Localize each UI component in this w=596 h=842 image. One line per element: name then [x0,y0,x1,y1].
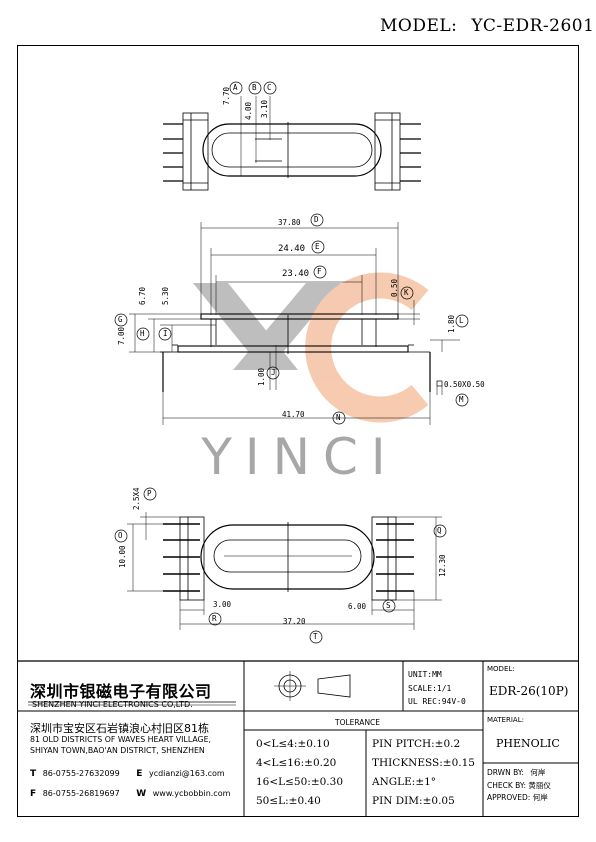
material-label: MATERIAL: [487,716,524,724]
dim-s: 6.00 [348,602,367,611]
tolerance-title: TOLERANCE [335,718,381,727]
tolerance-right-item: PIN PITCH:±0.2 [372,738,461,750]
check-value: 黄丽仪 [528,780,551,790]
address-en-1: 81 OLD DISTRICTS OF WAVES HEART VILLAGE, [30,735,211,744]
dim-o: 10.00 [118,545,127,568]
tolerance-left-item: 0<L≤4:±0.10 [256,738,330,750]
callout-m: M [459,395,464,404]
callout-b: B [252,83,257,92]
tolerance-right-item: THICKNESS:±0.15 [372,757,475,769]
dim-q: 12.30 [438,554,447,577]
material-value: PHENOLIC [496,737,560,750]
tolerance-right: PIN PITCH:±0.2 THICKNESS:±0.15 ANGLE:±1°… [372,738,475,814]
dim-f: 23.40 [282,269,310,279]
tolerance-left-item: 50≤L:±0.40 [256,795,321,807]
dim-b: 4.00 [244,101,253,120]
callout-n: N [336,413,341,422]
callout-c: C [267,83,272,92]
bottom-view [127,512,442,630]
front-view [129,222,460,425]
dim-i: 5.30 [161,286,170,305]
callout-i: I [163,329,168,338]
tolerance-left: 0<L≤4:±0.10 4<L≤16:±0.20 16<L≤50:±0.30 5… [256,738,343,814]
signatures: DRWN BY: 何岸 CHECK BY: 黄丽仪 APPROVED: 何岸 [487,767,551,805]
contact-row-1: T 86-0755-27632099 E ycdianzi@163.com [30,769,225,779]
scale-text: SCALE:1/1 [408,684,452,693]
tel-value: 86-0755-27632099 [42,769,120,778]
model-box-label: MODEL: [487,665,515,673]
model-title: MODEL: YC-EDR-2601 [380,16,594,36]
watermark-text: YINCI [200,428,398,486]
callout-q: Q [437,526,442,535]
callout-g: G [118,315,123,324]
drawing-frame [17,45,579,817]
fax-label: F [30,789,37,799]
tolerance-left-item: 16<L≤50:±0.30 [256,776,344,788]
tel-label: T [30,769,37,779]
dim-l: 1.80 [447,314,456,333]
dim-p: 2.5X4 [132,487,141,510]
callout-circles [114,81,469,644]
callout-o: O [118,531,123,540]
title-block [18,660,579,816]
callout-a: A [233,83,238,92]
company-name-cn: 深圳市银磁电子有限公司 [30,682,212,701]
unit-text: UNIT:MM [408,670,442,679]
callout-f: F [317,267,322,276]
model-box-value: EDR-26(10P) [489,684,569,698]
callout-l: L [459,316,464,325]
email-value: ycdianzi@163.com [148,769,225,778]
address-en-2: SHIYAN TOWN,BAO'AN DISTRICT, SHENZHEN [30,746,205,755]
callout-j: J [271,368,276,377]
callout-r: R [212,614,217,623]
address-cn: 深圳市宝安区石岩镇浪心村旧区81栋 [30,722,209,735]
callout-s: S [386,601,391,610]
dim-a: 7.70 [222,86,231,105]
dim-t: 37.20 [283,617,306,626]
web-label: W [136,789,147,799]
email-label: E [136,769,143,779]
dim-d: 37.80 [278,218,301,227]
callout-k: K [404,288,409,297]
approved-label: APPROVED: [487,793,531,802]
drawn-label: DRWN BY: [487,768,524,777]
ul-text: UL REC:94V-0 [408,697,466,706]
model-value: YC-EDR-2601 [471,16,595,36]
dim-n: 41.70 [282,410,305,419]
company-name-en: SHENZHEN YINCI ELECTRONICS CO,LTD. [32,700,193,709]
model-label: MODEL: [380,16,458,36]
dim-k: 0.50 [390,278,399,297]
drawn-value: 何岸 [530,768,546,777]
tolerance-right-item: ANGLE:±1° [372,776,437,788]
tolerance-left-item: 4<L≤16:±0.20 [256,757,337,769]
dim-m: 0.50X0.50 [444,380,485,389]
dim-e: 24.40 [278,244,306,254]
check-label: CHECK BY: [487,780,527,790]
contact-row-2: F 86-0755-26819697 W www.ycbobbin.com [30,789,230,799]
callout-e: E [315,242,320,251]
dim-h: 6.70 [138,286,147,305]
tolerance-right-item: PIN DIM:±0.05 [372,795,455,807]
fax-value: 86-0755-26819697 [42,789,120,798]
top-view [163,96,421,191]
callout-p: P [147,489,152,498]
approved-value: 何岸 [532,793,548,802]
web-value: www.ycbobbin.com [152,789,231,798]
callout-h: H [140,329,145,338]
dim-r: 3.00 [213,600,232,609]
dim-c: 3.10 [260,99,269,118]
dim-g: 7.00 [117,326,126,345]
callout-d: D [314,215,319,224]
dim-j: 1.00 [257,367,266,386]
callout-t: T [313,632,318,641]
